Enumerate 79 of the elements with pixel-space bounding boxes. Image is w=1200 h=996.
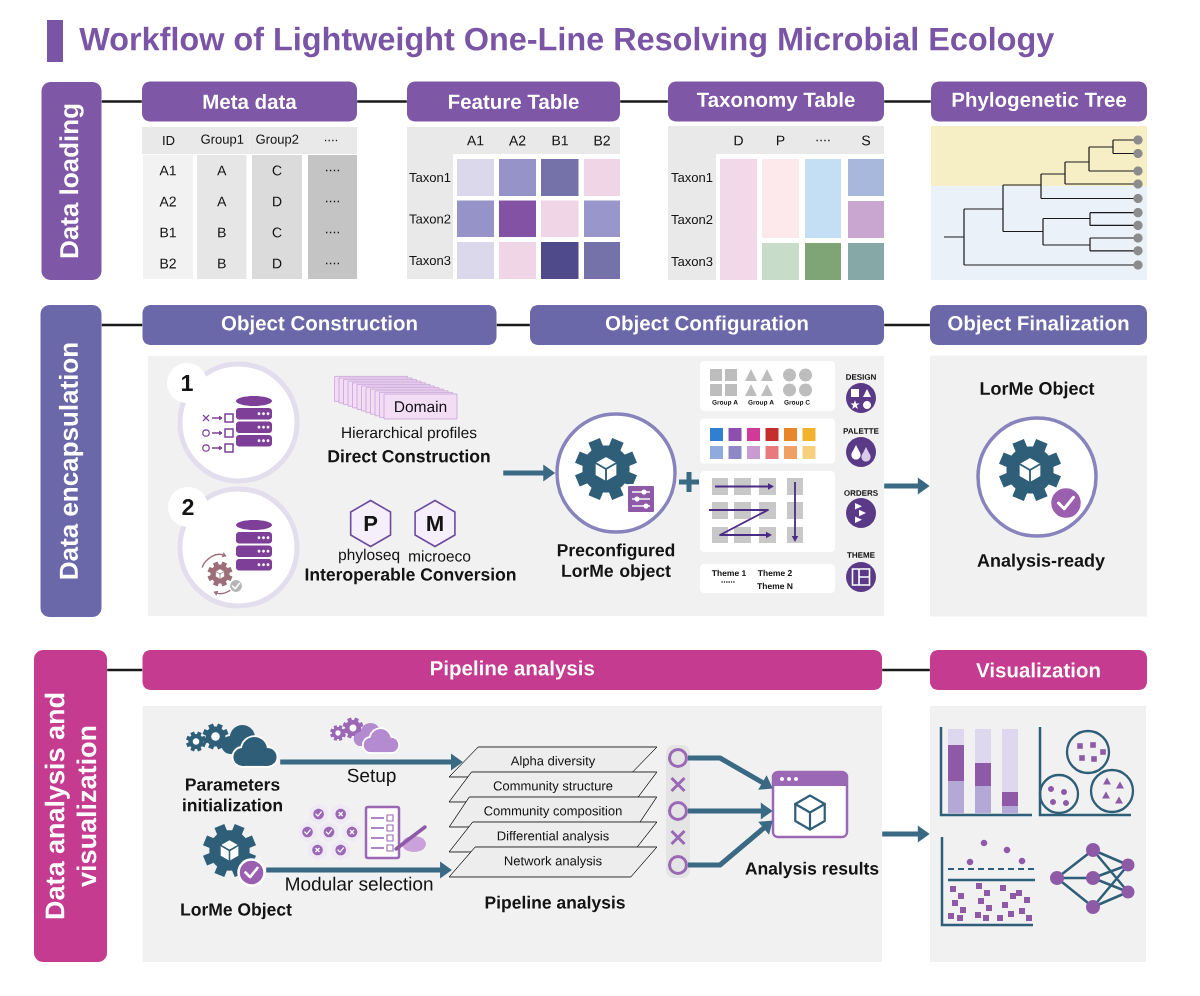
row-header: Taxon2 — [409, 214, 451, 224]
table-cell: C — [252, 155, 302, 186]
connector-line — [101, 323, 143, 327]
connector-line — [884, 100, 931, 103]
edge-label: Modular selection — [283, 875, 436, 893]
edge-label: Setup — [345, 767, 398, 788]
table-cell: B — [197, 248, 247, 279]
row-header: Taxon2 — [671, 214, 713, 225]
connector-line — [882, 668, 930, 672]
connector-line — [101, 100, 142, 103]
table-cell: A2 — [143, 186, 193, 217]
callout-number: 2 — [168, 487, 208, 527]
table-cell: A1 — [143, 155, 193, 186]
column-header: ID — [142, 127, 195, 154]
section-band: Data analysis and visualization — [34, 650, 107, 962]
section-band: Data loading — [41, 82, 102, 280]
header-bar: Object Finalization — [930, 305, 1147, 345]
table-cell: .... — [308, 155, 357, 186]
table-cell: B — [197, 217, 247, 248]
hexagon: P — [349, 499, 392, 548]
table-cell: D — [252, 248, 302, 279]
column-header: Group1 — [195, 127, 250, 154]
title: Workflow of Lightweight One-Line Resolving Microbial Ecology — [79, 26, 1055, 58]
arrow — [688, 820, 773, 868]
card-stack: Domain — [334, 376, 458, 420]
column-header: A2 — [509, 135, 526, 146]
column-header: B2 — [594, 135, 610, 146]
column-header: A1 — [467, 135, 484, 146]
icon-label: PALETTE — [843, 428, 879, 434]
table-cell: B1 — [143, 217, 193, 248]
header-bar: Meta data — [142, 81, 357, 122]
node-label: microeco — [409, 550, 471, 562]
node-label: phyloseq — [339, 548, 400, 564]
node-label: Preconfigured LorMe object — [557, 543, 675, 581]
icon-label: DESIGN — [846, 374, 876, 380]
node-label: Analysis results — [745, 861, 879, 879]
table-cell: .... — [308, 248, 357, 279]
connector-line — [496, 323, 530, 327]
connector-line — [357, 100, 407, 103]
icon-label: ORDERS — [844, 490, 878, 496]
header-bar: Feature Table — [407, 81, 620, 122]
header-bar: Taxonomy Table — [668, 81, 884, 122]
table-cell: D — [252, 186, 302, 217]
connector-line — [884, 323, 930, 327]
icon-label: THEME — [847, 552, 875, 558]
table-cell: C — [252, 217, 302, 248]
table-cell: .... — [308, 217, 357, 248]
column-header: .... — [816, 139, 830, 142]
header-bar: Object Construction — [142, 305, 497, 345]
section-band: Data encapsulation — [40, 305, 102, 617]
table-cell: B2 — [143, 248, 193, 279]
callout-number: 1 — [167, 363, 207, 403]
heading: Direct Construction — [328, 449, 490, 463]
table-cell: A — [197, 186, 247, 217]
header-bar: Visualization — [930, 650, 1147, 690]
column-header: S — [862, 135, 871, 146]
node-label: Parameters initialization — [183, 778, 282, 812]
card: Theme 1 Theme 2 ...... Theme N — [700, 564, 835, 593]
heading: Pipeline analysis — [485, 895, 625, 913]
column-header: P — [777, 135, 785, 146]
hexagon: M — [414, 499, 456, 548]
connector-line — [620, 100, 668, 103]
heading: Interoperable Conversion — [305, 567, 516, 585]
column-header: Group2 — [249, 127, 305, 154]
row-header: Taxon3 — [671, 256, 713, 267]
connector-line — [107, 668, 143, 672]
column-header: D — [734, 135, 743, 146]
row-header: Taxon1 — [409, 172, 451, 183]
node-label: LorMe Object — [181, 902, 292, 920]
header-bar: Object Configuration — [530, 305, 884, 345]
table-cell: .... — [308, 186, 357, 217]
header-bar: Pipeline analysis — [142, 650, 882, 690]
row-header: Taxon3 — [409, 255, 451, 266]
column-header: .... — [305, 127, 357, 154]
node-label: Hierarchical profiles — [342, 426, 477, 442]
row-header: Taxon1 — [671, 172, 713, 183]
column-header: B1 — [552, 135, 568, 146]
header-bar: Phylogenetic Tree — [931, 81, 1147, 122]
table-cell: A — [197, 155, 247, 186]
